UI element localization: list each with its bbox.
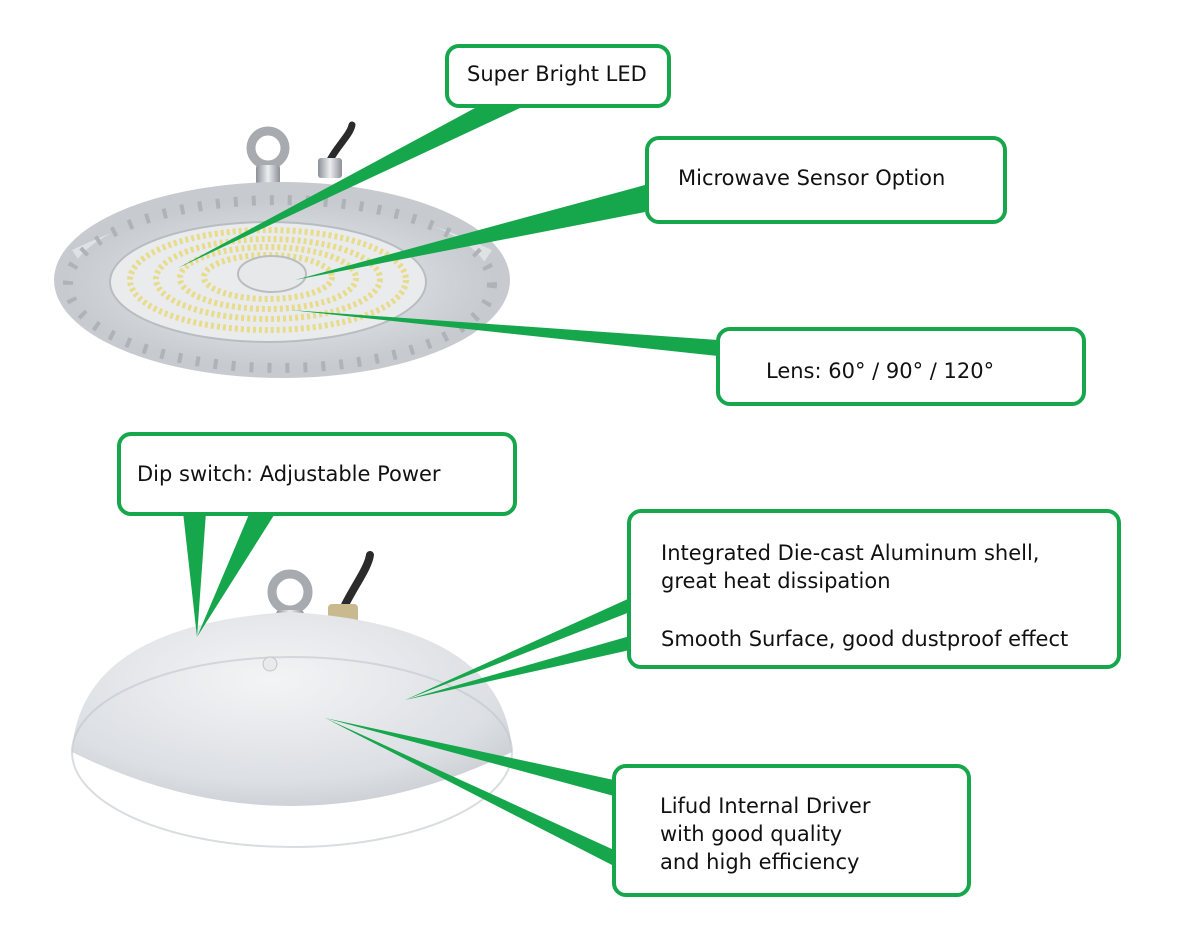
callout-text-line: Smooth Surface, good dustproof effect — [661, 627, 1069, 651]
callout-internal-driver: Lifud Internal Driver with good quality … — [612, 764, 971, 897]
callout-text-line: and high efficiency — [660, 850, 860, 874]
leader-shell-1 — [405, 598, 630, 700]
eye-bolt-icon — [246, 126, 290, 185]
leader-driver-1 — [325, 718, 614, 796]
led-rings — [127, 227, 409, 333]
sensor-dome — [237, 255, 307, 293]
leader-dip-2 — [197, 512, 276, 637]
callout-aluminum-shell: Integrated Die-cast Aluminum shell, grea… — [627, 509, 1121, 669]
leader-lens — [290, 310, 718, 356]
top-lamp-image — [54, 121, 510, 378]
leader-sensor — [295, 185, 645, 280]
leader-dip-1 — [183, 512, 206, 637]
callout-text: Microwave Sensor Option — [678, 166, 946, 190]
leader-led — [178, 108, 520, 268]
cable-gland-icon — [318, 121, 356, 178]
leader-driver-2 — [325, 718, 614, 866]
callout-dip-switch: Dip switch: Adjustable Power — [117, 432, 517, 516]
callout-super-bright-led: Super Bright LED — [445, 44, 671, 108]
leader-shell-2 — [405, 636, 630, 700]
bottom-lamp-image — [71, 551, 513, 848]
callout-text-line: Integrated Die-cast Aluminum shell, — [661, 541, 1040, 565]
callout-text-line: Lifud Internal Driver — [660, 794, 871, 818]
callout-text-line: great heat dissipation — [661, 569, 891, 593]
callout-lens: Lens: 60° / 90° / 120° — [716, 327, 1086, 406]
callout-microwave-sensor: Microwave Sensor Option — [645, 136, 1007, 224]
leader-lines — [178, 108, 718, 866]
callout-text-line: with good quality — [660, 822, 843, 846]
callout-text: Lens: 60° / 90° / 120° — [766, 359, 995, 383]
callout-text: Super Bright LED — [467, 62, 647, 86]
callout-text: Dip switch: Adjustable Power — [137, 462, 441, 486]
